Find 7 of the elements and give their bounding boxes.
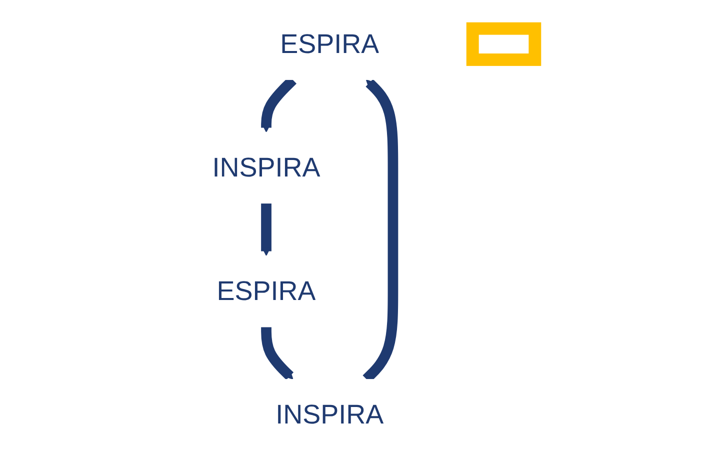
node-text: INSPIRA bbox=[212, 152, 320, 183]
node-text: ESPIRA bbox=[280, 28, 380, 60]
arrow bbox=[261, 326, 294, 380]
node-text: INSPIRA bbox=[276, 398, 384, 430]
node-box bbox=[466, 22, 542, 66]
node-text: ESPIRA bbox=[216, 275, 316, 306]
arrow bbox=[261, 202, 272, 256]
